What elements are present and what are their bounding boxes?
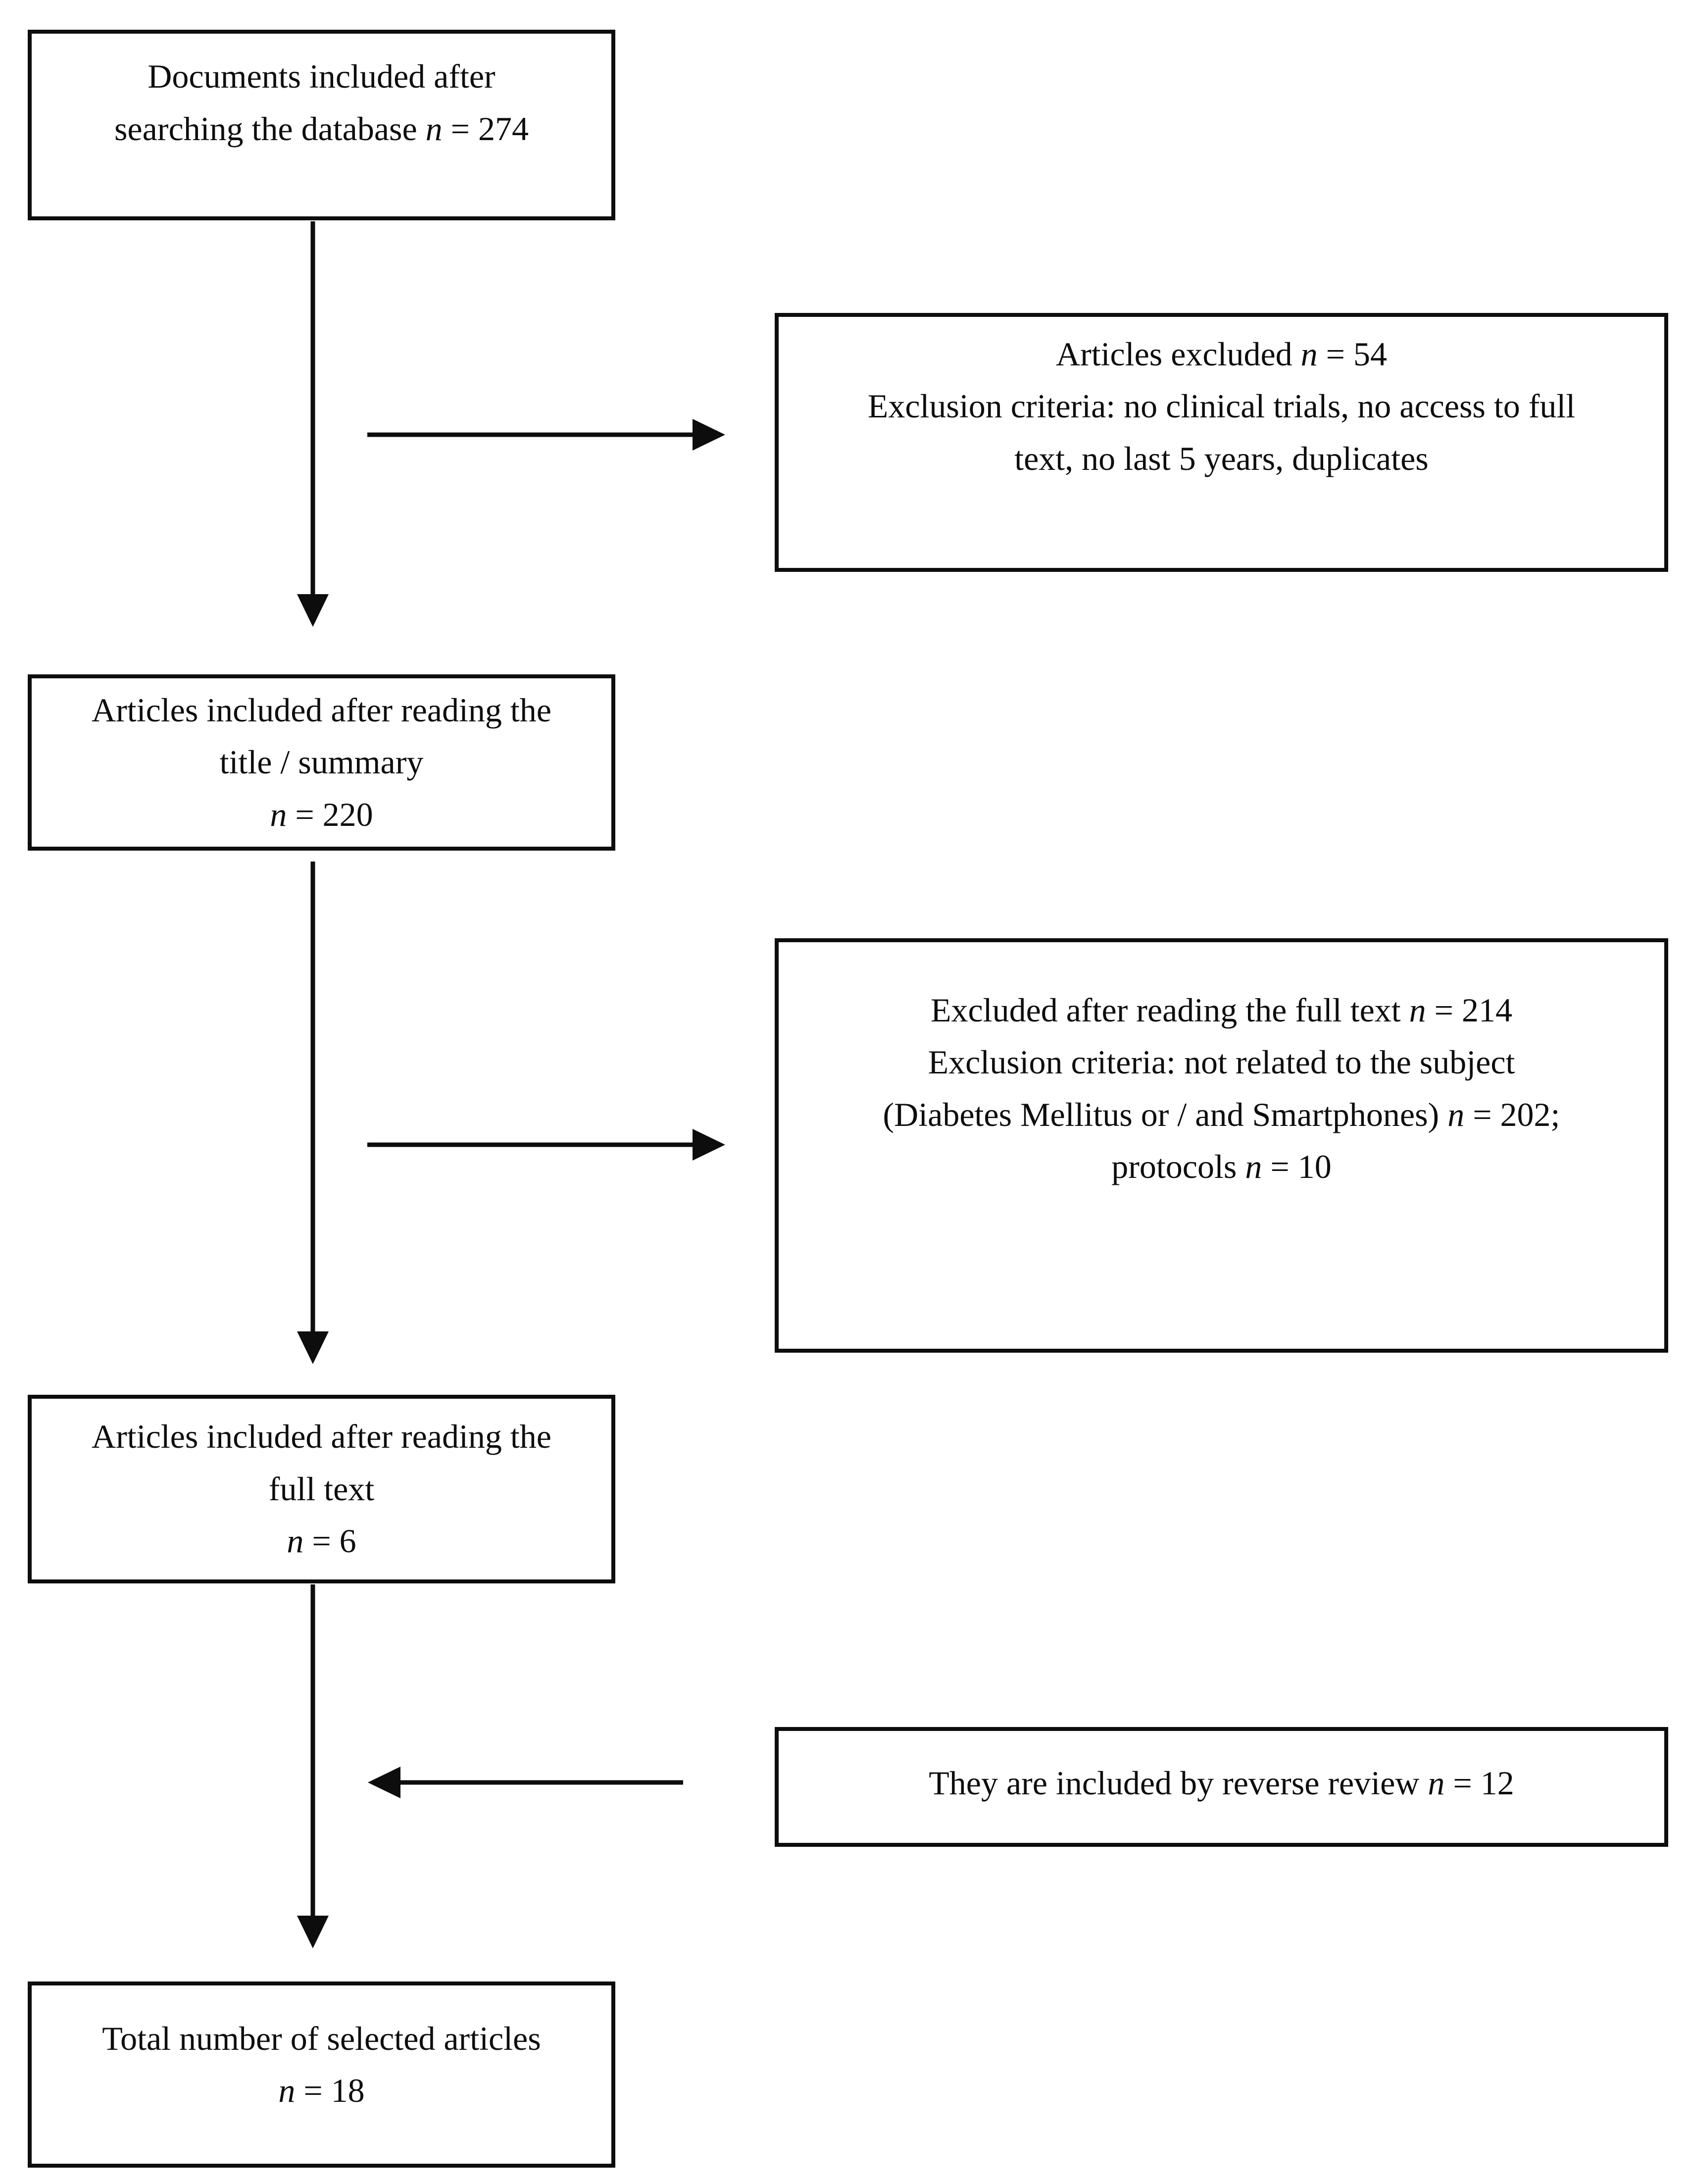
box-excluded-full-text: Excluded after reading the full text n =…	[775, 938, 1668, 1353]
arrow-down-1	[297, 221, 329, 627]
box-documents-database-text: Documents included after searching the d…	[114, 57, 529, 148]
arrow-down-3	[297, 1584, 329, 1948]
arrow-down-2	[297, 862, 329, 1364]
box-articles-excluded-text: Articles excluded n = 54 Exclusion crite…	[867, 335, 1576, 477]
arrow-right-to-exclusion-2	[367, 1129, 725, 1161]
arrow-left-from-reverse-review	[368, 1767, 683, 1798]
box-included-title-summary-text: Articles included after reading the titl…	[92, 691, 551, 833]
box-total-selected-text: Total number of selected articles n = 18	[102, 2019, 541, 2109]
box-included-full-text-text: Articles included after reading the full…	[92, 1418, 551, 1560]
box-included-title-summary: Articles included after reading the titl…	[28, 674, 615, 851]
box-documents-database: Documents included after searching the d…	[28, 30, 615, 220]
arrow-right-to-exclusion-1	[367, 419, 725, 451]
box-reverse-review-text: They are included by reverse review n = …	[929, 1764, 1514, 1802]
box-reverse-review: They are included by reverse review n = …	[775, 1727, 1668, 1847]
box-total-selected: Total number of selected articles n = 18	[28, 1981, 615, 2168]
box-articles-excluded: Articles excluded n = 54 Exclusion crite…	[775, 313, 1668, 572]
box-excluded-full-text-text: Excluded after reading the full text n =…	[883, 991, 1560, 1185]
box-included-full-text: Articles included after reading the full…	[28, 1395, 615, 1583]
